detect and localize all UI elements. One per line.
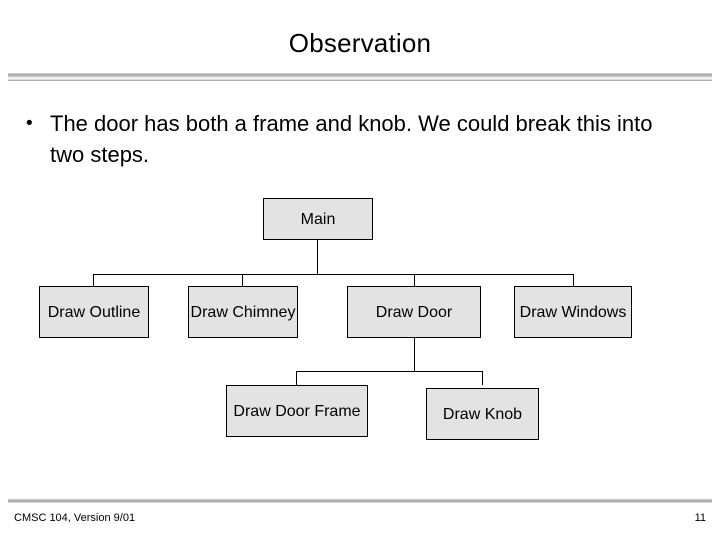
connector-stem-outline bbox=[93, 274, 94, 286]
diagram-node-draw-door: Draw Door bbox=[347, 286, 481, 338]
bullet-text: The door has both a frame and knob. We c… bbox=[50, 111, 653, 167]
connector-stem-door bbox=[414, 274, 415, 286]
hierarchy-diagram: Main Draw Outline Draw Chimney Draw Door… bbox=[0, 190, 720, 460]
page-title: Observation bbox=[288, 28, 432, 58]
connector-door-stem bbox=[414, 338, 415, 371]
connector-stem-chimney bbox=[242, 274, 243, 286]
list-item: • The door has both a frame and knob. We… bbox=[26, 108, 686, 170]
title-divider bbox=[8, 72, 712, 81]
connector-level3-bus bbox=[296, 371, 483, 372]
diagram-node-draw-door-frame: Draw Door Frame bbox=[226, 385, 368, 437]
connector-main-stem bbox=[317, 240, 318, 274]
footer-divider bbox=[8, 498, 712, 503]
diagram-node-draw-windows: Draw Windows bbox=[514, 286, 632, 338]
diagram-node-draw-outline: Draw Outline bbox=[39, 286, 149, 338]
footer-page-number: 11 bbox=[694, 512, 706, 524]
diagram-node-draw-chimney: Draw Chimney bbox=[188, 286, 298, 338]
connector-stem-windows bbox=[573, 274, 574, 286]
connector-stem-door-frame bbox=[296, 371, 297, 385]
connector-stem-knob bbox=[482, 371, 483, 385]
diagram-node-main: Main bbox=[263, 198, 373, 240]
connector-level2-bus bbox=[93, 274, 574, 275]
footer-course-label: CMSC 104, Version 9/01 bbox=[14, 512, 136, 524]
diagram-node-draw-knob: Draw Knob bbox=[426, 388, 539, 440]
bullet-dot-icon: • bbox=[26, 113, 33, 134]
bullet-list: • The door has both a frame and knob. We… bbox=[26, 108, 686, 170]
